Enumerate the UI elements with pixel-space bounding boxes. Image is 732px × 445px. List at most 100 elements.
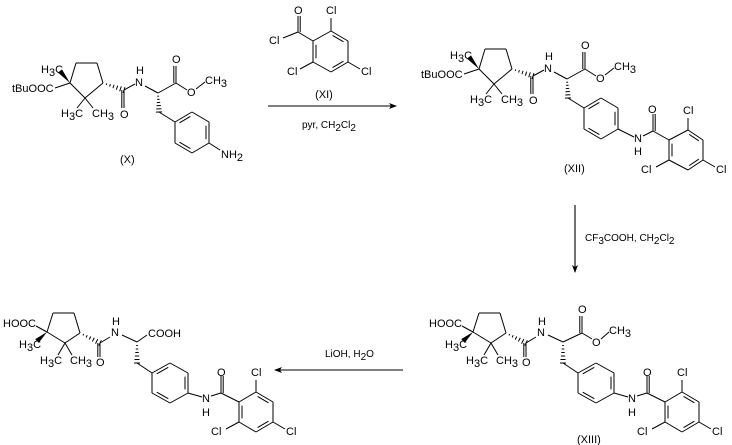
aromatic-bond: [688, 158, 700, 167]
bond: [493, 83, 503, 95]
nitrogen-label: N: [135, 77, 143, 89]
oxygen-label: O: [581, 40, 590, 52]
hashed-bond: [564, 81, 572, 99]
chlorine-label: Cl: [251, 367, 261, 379]
ring-bond: [238, 391, 257, 403]
chlorine-label: Cl: [712, 426, 722, 438]
wedge-bond: [58, 69, 70, 83]
ring-bond: [681, 391, 700, 403]
ring-bond: [330, 30, 349, 42]
bond: [46, 312, 54, 333]
oxygen-label: O: [120, 109, 129, 121]
wedge-bond: [467, 55, 479, 69]
bond: [613, 392, 629, 398]
oxygen-label: O: [643, 367, 652, 379]
aromatic-bond: [179, 115, 191, 124]
bond: [702, 159, 716, 168]
bond: [64, 332, 81, 344]
aromatic-bond: [582, 366, 595, 375]
aromatic-bond: [257, 420, 269, 429]
step-2-conditions: CF3COOH, CH2Cl2: [585, 233, 675, 247]
ring-bond: [664, 391, 683, 403]
chlorine-label: Cl: [637, 426, 647, 438]
bond: [69, 82, 86, 99]
chlorine-label: Cl: [641, 164, 651, 176]
bond: [84, 82, 104, 99]
hashed-bond: [82, 333, 102, 346]
aromatic-bond: [588, 127, 600, 136]
methyl-label: H3C: [41, 64, 63, 79]
bond: [505, 48, 513, 70]
compound-label-x: (X): [120, 154, 135, 166]
methyl-label: H3C: [450, 50, 472, 65]
bond: [472, 331, 492, 344]
methyl-label: CH3: [70, 355, 92, 370]
methyl-label: H3C: [40, 355, 62, 370]
oxygen-label: O: [187, 87, 196, 99]
oxygen-label: O: [172, 54, 181, 66]
ring-bond: [668, 129, 689, 141]
hashed-bond: [560, 345, 566, 364]
bond: [123, 83, 136, 91]
methyl-label: CH3: [92, 108, 114, 123]
bond: [299, 61, 314, 70]
bond: [655, 159, 670, 168]
step-1-conditions: pyr, CH2Cl2: [302, 120, 356, 134]
ring-bond: [687, 129, 704, 141]
hashed-bond: [508, 333, 528, 346]
bond: [478, 68, 495, 85]
bond: [525, 336, 537, 344]
bond: [347, 61, 361, 70]
ring-bond: [151, 392, 171, 404]
bond: [99, 336, 111, 344]
nitrogen-label: N: [634, 133, 642, 145]
ring-bond: [191, 111, 210, 123]
bond: [121, 334, 138, 343]
acid-group-label: HOOC: [429, 318, 462, 330]
ring-bond: [238, 421, 257, 433]
aromatic-bond: [683, 395, 695, 404]
ring-bond: [681, 421, 700, 433]
ring-bond: [595, 362, 615, 374]
nitrogen-label: N: [628, 393, 636, 405]
bond: [651, 421, 666, 430]
oxygen-label: O: [529, 95, 538, 107]
nitrogen-label: N: [544, 63, 552, 75]
chlorine-label: Cl: [716, 164, 726, 176]
oxygen-label: O: [648, 104, 657, 116]
hydrogen-label: H: [136, 65, 144, 77]
bond: [493, 68, 513, 85]
bond: [581, 332, 593, 340]
bond: [646, 392, 666, 403]
methyl-label: CH3: [496, 355, 518, 370]
bond: [566, 68, 586, 80]
bond: [567, 97, 585, 109]
methyl-label: H3C: [445, 339, 467, 354]
chlorine-label: Cl: [269, 35, 279, 47]
bond: [642, 130, 654, 137]
compound-label-xiii: (XIII): [577, 434, 601, 445]
bond: [73, 312, 81, 334]
chlorine-label: Cl: [326, 5, 336, 17]
hydrogen-label: H: [202, 407, 210, 419]
bond: [76, 97, 86, 109]
bond: [210, 392, 222, 397]
reaction-step-2: CF3COOH, CH2Cl2: [572, 205, 675, 273]
bond: [46, 331, 66, 344]
ester-group-label: tBuOOC: [421, 69, 463, 81]
bond: [636, 392, 648, 397]
compound-label-xii: (XII): [564, 163, 585, 175]
ring-bond: [668, 159, 689, 171]
reagent-label: (XI): [315, 89, 333, 101]
aromatic-bond: [179, 141, 191, 150]
bond: [208, 142, 221, 151]
ring-bond: [169, 392, 189, 404]
acid-group-label: HOOC: [3, 318, 36, 330]
bond: [187, 392, 203, 398]
ring-bond: [174, 142, 193, 154]
oxygen-label: O: [522, 357, 531, 369]
ring-bond: [600, 128, 619, 140]
reaction-step-3: LiOH, H2O: [274, 349, 403, 373]
ring-bond: [174, 111, 193, 123]
